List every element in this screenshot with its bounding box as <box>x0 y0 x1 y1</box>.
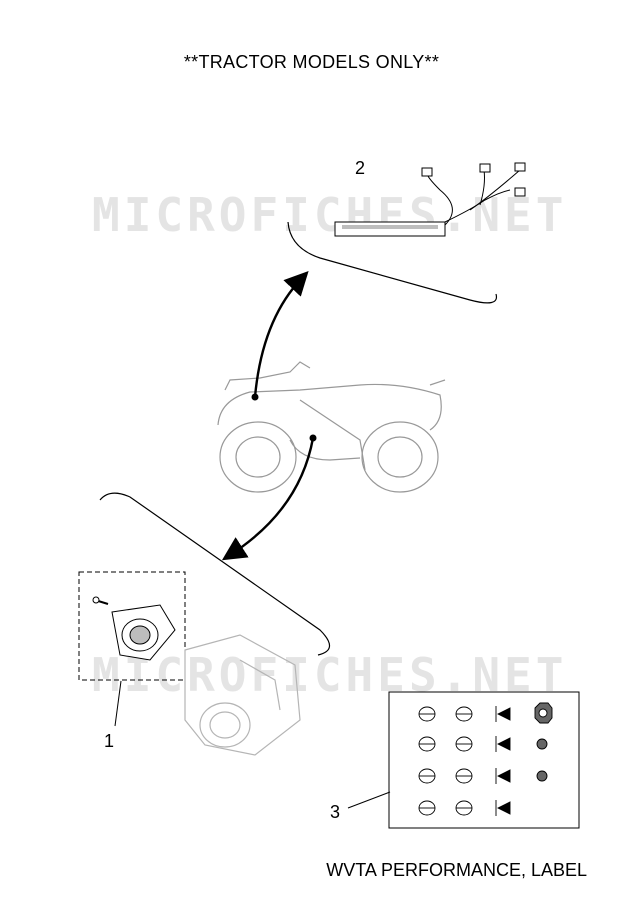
callout-part-3: 3 <box>330 802 341 822</box>
diagram-header-note: **TRACTOR MODELS ONLY** <box>183 52 440 72</box>
arrow-to-part-2 <box>253 271 309 398</box>
label-icons-grid <box>418 702 553 816</box>
callout-part-2: 2 <box>355 158 366 178</box>
watermark-top: MICROFICHES.NET <box>92 188 568 242</box>
callout-part-1: 1 <box>104 731 115 751</box>
arrow-to-part-1 <box>221 437 315 561</box>
part-1-sensor <box>78 571 186 727</box>
atv-vehicle-outline <box>217 361 446 493</box>
part-2-control-unit <box>287 162 526 304</box>
diagram-footer-title: WVTA PERFORMANCE, LABEL <box>326 860 587 880</box>
throttle-body <box>184 634 301 756</box>
